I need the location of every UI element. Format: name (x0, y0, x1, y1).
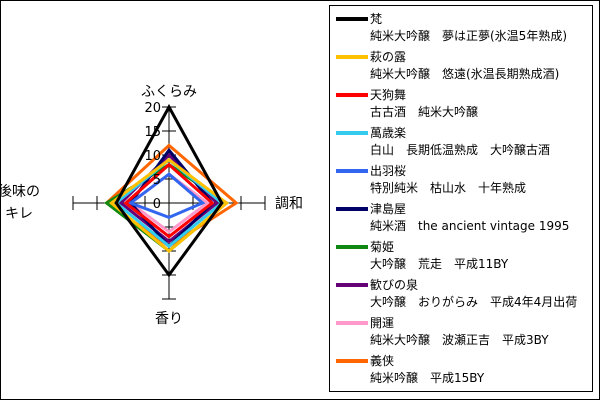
series-line-萬歳楽 (113, 157, 225, 249)
legend-swatch (336, 55, 368, 59)
legend-entry: 義侠純米吟醸 平成15BY (330, 352, 592, 388)
legend-series-name: 義侠 (370, 354, 395, 368)
legend-swatch (336, 245, 368, 249)
legend-series-desc: 純米酒 the ancient vintage 1995 (370, 219, 570, 233)
legend-series-desc: 白山 長期低温熟成 大吟醸古酒 (370, 143, 551, 157)
series-line-天狗舞 (123, 162, 215, 239)
tick-label-20: 20 (144, 101, 161, 116)
legend-entry: 開運純米大吟醸 波瀬正吉 平成3BY (330, 314, 592, 350)
legend-series-name: 津島屋 (370, 202, 407, 216)
legend-entry: 出羽桜特別純米 枯山水 十年熟成 (330, 162, 592, 198)
legend-swatch (336, 207, 368, 211)
legend-entry: 歓びの泉大吟醸 おりがらみ 平成4年4月出荷 (330, 276, 592, 312)
legend: 梵純米大吟醸 夢は正夢(氷温5年熟成)萩の露純米大吟醸 悠遠(氷温長期熟成酒)天… (329, 5, 593, 392)
legend-series-desc: 大吟醸 荒走 平成11BY (370, 257, 509, 271)
legend-series-desc: 純米吟醸 平成15BY (370, 371, 485, 385)
legend-swatch (336, 17, 368, 21)
legend-entry: 天狗舞古古酒 純米大吟醸 (330, 86, 592, 122)
legend-series-name: 歓びの泉 (370, 278, 419, 292)
series-line-梵 (114, 103, 224, 278)
tick-label-0: 0 (153, 197, 161, 212)
legend-series-name: 梵 (370, 12, 383, 26)
legend-entry: 梵純米大吟醸 夢は正夢(氷温5年熟成) (330, 10, 592, 46)
legend-swatch (336, 283, 368, 287)
legend-series-desc: 純米大吟醸 波瀬正吉 平成3BY (370, 333, 549, 347)
axis-label-kire-line1: 後味の (0, 184, 40, 200)
legend-entry: 津島屋純米酒 the ancient vintage 1995 (330, 200, 592, 236)
legend-series-desc: 純米大吟醸 悠遠(氷温長期熟成酒) (370, 67, 560, 81)
tick-label-10: 10 (144, 149, 161, 164)
legend-series-name: 開運 (370, 316, 395, 330)
legend-entry: 菊姫大吟醸 荒走 平成11BY (330, 238, 592, 274)
series-line-萩の露 (108, 157, 230, 253)
legend-series-desc: 大吟醸 おりがらみ 平成4年4月出荷 (370, 295, 578, 309)
axis-label-fukurami: ふくらみ (141, 84, 197, 100)
tick-label-15: 15 (144, 125, 161, 140)
legend-swatch (336, 131, 368, 135)
legend-series-desc: 特別純米 枯山水 十年熟成 (370, 181, 527, 195)
legend-series-name: 天狗舞 (370, 88, 407, 102)
legend-swatch (336, 169, 368, 173)
legend-series-desc: 古古酒 純米大吟醸 (370, 105, 479, 119)
legend-series-name: 菊姫 (370, 240, 395, 254)
series-layer (103, 103, 239, 278)
legend-series-desc: 純米大吟醸 夢は正夢(氷温5年熟成) (370, 29, 567, 43)
series-line-出羽桜 (127, 172, 206, 220)
legend-swatch (336, 359, 368, 363)
tick-label-5: 5 (153, 173, 161, 188)
legend-series-name: 出羽桜 (370, 164, 407, 178)
legend-swatch (336, 321, 368, 325)
legend-series-name: 萩の露 (370, 50, 407, 64)
legend-entry: 萬歳楽白山 長期低温熟成 大吟醸古酒 (330, 124, 592, 160)
legend-entry: 萩の露純米大吟醸 悠遠(氷温長期熟成酒) (330, 48, 592, 84)
legend-series-name: 萬歳楽 (370, 126, 407, 140)
axis-label-chouwa: 調和 (275, 196, 303, 212)
axis-label-kaori: 香り (155, 311, 183, 327)
axis-label-kire-line2: キレ (5, 206, 33, 222)
tick-labels: 0 5 10 15 20 (144, 101, 161, 212)
legend-swatch (336, 93, 368, 97)
